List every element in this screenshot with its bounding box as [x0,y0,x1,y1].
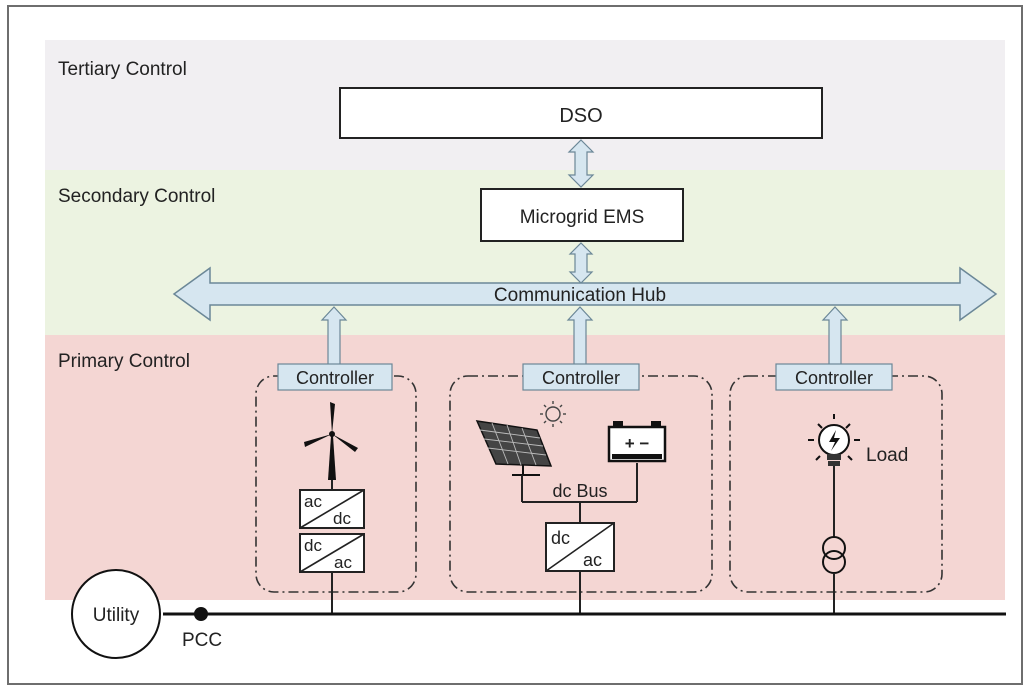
controller-3-box [775,363,893,391]
light-bulb-icon [808,414,860,466]
wind-lower-bottom-label: ac [334,553,352,572]
secondary-label: Secondary Control [58,186,215,207]
wind-dc-ac-converter: dc ac [299,533,365,573]
controller-1-label: Controller [296,368,374,388]
controller-1-box [277,363,393,391]
solar-conv-top-label: dc [551,528,570,548]
wind-upper-bottom-label: dc [333,509,351,528]
controller-2-box [522,363,640,391]
ems-box [480,188,684,242]
sun-icon [540,401,566,427]
pcc-node [194,607,208,621]
wind-lower-top-label: dc [304,536,322,555]
dc-bus-label: dc Bus [552,481,607,501]
wind-turbine-icon [304,402,358,480]
controller-3-label: Controller [795,368,873,388]
primary-label: Primary Control [58,351,190,372]
load-label: Load [866,445,908,466]
dso-ems-arrow [567,139,595,188]
wind-upper-top-label: ac [304,492,322,511]
solar-panel-icon [475,420,553,476]
dso-box [339,87,823,139]
battery-terminals: + − [625,434,650,453]
battery-icon: + − [607,421,667,463]
ems-label: Microgrid EMS [520,207,645,228]
solar-dc-ac-converter: dc ac [545,522,615,572]
utility-circle [71,569,161,659]
wind-ac-dc-converter: ac dc [299,489,365,529]
solar-conv-bottom-label: ac [583,550,602,570]
communication-hub-label: Communication Hub [494,285,666,306]
pcc-label: PCC [182,630,222,651]
dso-label: DSO [559,105,602,127]
tertiary-label: Tertiary Control [58,59,187,80]
communication-hub-arrow [172,266,998,322]
utility-label: Utility [93,605,140,626]
controller-2-label: Controller [542,368,620,388]
